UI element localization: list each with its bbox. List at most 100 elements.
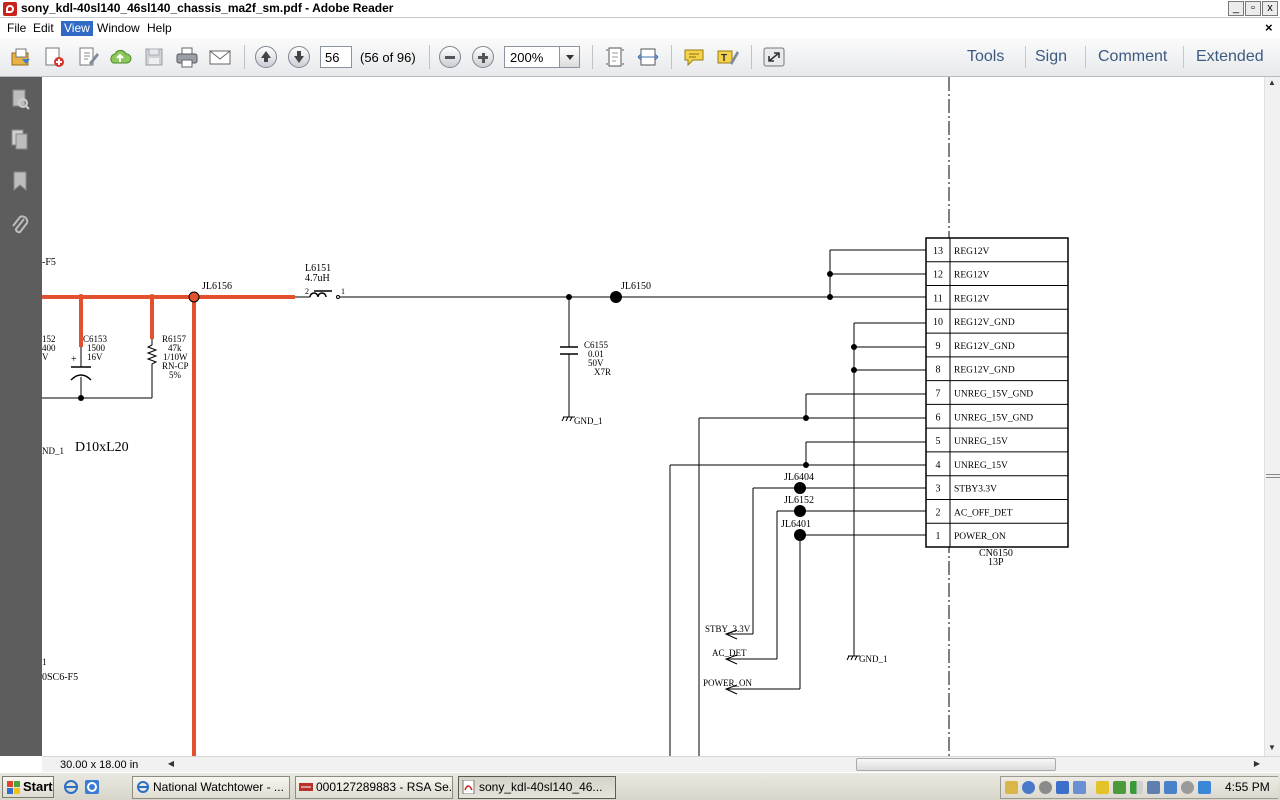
c6155-voltage: 50V	[588, 358, 604, 368]
scroll-down-icon[interactable]: ▼	[1268, 743, 1276, 752]
label-c400-partial: 400	[42, 343, 56, 353]
arrow-down-icon	[294, 51, 304, 63]
start-button[interactable]: Start	[2, 776, 54, 798]
create-pdf-icon[interactable]	[41, 45, 67, 69]
fit-width-icon[interactable]	[635, 45, 661, 69]
task-rsa-securid[interactable]: 000127289883 - RSA Se...	[295, 776, 453, 799]
scroll-left-icon[interactable]: ◀	[167, 759, 175, 768]
open-file-icon[interactable]	[8, 45, 34, 69]
connector-pin-name: AC_OFF_DET	[954, 508, 1013, 518]
task-national-watchtower[interactable]: National Watchtower - ...	[132, 776, 290, 799]
connector-pin-number: 11	[933, 293, 943, 304]
connector-pin-number: 3	[936, 484, 941, 495]
zoom-level-value: 200%	[510, 50, 544, 65]
minimize-button[interactable]: _	[1228, 1, 1244, 16]
connector-pin-name: UNREG_15V	[954, 461, 1008, 471]
system-tray: 4:55 PM	[1000, 776, 1278, 799]
connector-pin-name: POWER_ON	[954, 532, 1006, 542]
network-error-icon[interactable]	[1056, 781, 1069, 794]
junction-dot	[827, 271, 833, 277]
plus-icon	[478, 52, 488, 63]
sign-pane-link[interactable]: Sign	[1035, 48, 1068, 65]
horizontal-scrollbar[interactable]: ◀ ▶	[162, 757, 1264, 772]
scroll-up-icon[interactable]: ▲	[1268, 78, 1276, 87]
internet-explorer-icon[interactable]	[63, 779, 79, 795]
previous-page-button[interactable]	[255, 46, 277, 68]
menu-file[interactable]: File	[7, 21, 27, 35]
close-document-button[interactable]: ×	[1265, 20, 1273, 35]
attachments-icon[interactable]	[8, 213, 32, 237]
label-osc-partial-1: 1	[42, 657, 47, 667]
connector-pin-name: UNREG_15V_GND	[954, 390, 1033, 400]
bookmarks-icon[interactable]	[8, 169, 32, 193]
page-thumbnails-icon[interactable]	[8, 87, 32, 111]
email-icon[interactable]	[207, 45, 233, 69]
next-page-button[interactable]	[288, 46, 310, 68]
jl6152-node	[794, 505, 806, 517]
connector-pin-number: 6	[936, 412, 941, 423]
full-screen-icon[interactable]	[761, 45, 787, 69]
close-window-button[interactable]: x	[1262, 1, 1278, 16]
extended-pane-link[interactable]: Extended	[1196, 48, 1264, 65]
page-number-input[interactable]	[320, 46, 352, 68]
vertical-scrollbar[interactable]: ▲ ▼	[1264, 77, 1280, 756]
horizontal-scroll-thumb[interactable]	[856, 758, 1056, 771]
vertical-scroll-thumb[interactable]	[1266, 89, 1280, 746]
connector-pin-number: 10	[933, 317, 943, 328]
c6153-plus: +	[71, 354, 77, 365]
windows-logo-icon	[7, 781, 20, 794]
signal-strength-icon[interactable]	[1130, 781, 1143, 794]
tray-app-icon[interactable]	[1073, 781, 1086, 794]
tray-settings-icon[interactable]	[1181, 781, 1194, 794]
pages-icon[interactable]	[8, 127, 32, 151]
edit-document-icon[interactable]	[75, 45, 101, 69]
ground-symbol	[846, 655, 860, 661]
chevron-down-icon[interactable]	[559, 47, 579, 67]
fit-page-icon[interactable]	[602, 45, 628, 69]
label-osc-partial-2: 0SC6-F5	[42, 672, 78, 683]
c6155-ref: C6155	[584, 340, 609, 350]
tray-tool-icon[interactable]	[1005, 781, 1018, 794]
toolbar-separator	[1025, 46, 1026, 68]
document-view[interactable]: -F5 152 400 V ND_1 D10xL20 1 0SC6-F5 JL6…	[42, 77, 1264, 756]
menu-window[interactable]: Window	[97, 21, 140, 35]
rsa-token-icon	[299, 783, 313, 791]
quick-launch-app-icon[interactable]	[84, 779, 100, 795]
display-icon[interactable]	[1147, 781, 1160, 794]
menu-view[interactable]: View	[61, 21, 93, 36]
connector-pin-name: REG12V_GND	[954, 366, 1015, 376]
print-icon[interactable]	[174, 45, 200, 69]
acdet-signal-label: AC_DET	[712, 648, 747, 658]
zoom-in-button[interactable]	[472, 46, 494, 68]
jl6150-label: JL6150	[621, 281, 651, 292]
tray-monitor-icon[interactable]	[1198, 781, 1211, 794]
tray-security-icon[interactable]	[1039, 781, 1052, 794]
scroll-right-icon[interactable]: ▶	[1253, 759, 1261, 768]
sticky-note-icon[interactable]	[681, 45, 707, 69]
shield-icon[interactable]	[1096, 781, 1109, 794]
svg-text:T: T	[721, 53, 727, 64]
task-adobe-reader[interactable]: sony_kdl-40sl140_46...	[458, 776, 616, 799]
maximize-button[interactable]: ▫	[1245, 1, 1261, 16]
tools-pane-link[interactable]: Tools	[967, 48, 1005, 65]
highlight-text-icon[interactable]: T	[714, 45, 740, 69]
zoom-level-select[interactable]: 200%	[504, 46, 580, 68]
comment-pane-link[interactable]: Comment	[1098, 48, 1168, 65]
upload-cloud-icon[interactable]	[107, 45, 133, 69]
junction-dot	[78, 294, 84, 300]
help-icon[interactable]	[1022, 781, 1035, 794]
save-icon[interactable]	[141, 45, 167, 69]
task-label: 000127289883 - RSA Se...	[316, 780, 453, 794]
junction-dot	[803, 462, 809, 468]
menu-help[interactable]: Help	[147, 21, 172, 35]
tray-network-icon[interactable]	[1164, 781, 1177, 794]
tray-status-icon[interactable]	[1113, 781, 1126, 794]
junction-dot	[851, 367, 857, 373]
menu-bar: File Edit View Window Help ×	[0, 18, 1280, 38]
menu-edit[interactable]: Edit	[33, 21, 54, 35]
jl6150-node	[610, 291, 622, 303]
zoom-out-button[interactable]	[439, 46, 461, 68]
r6157-type: RN-CP	[162, 361, 189, 371]
toolbar-separator	[751, 45, 752, 69]
